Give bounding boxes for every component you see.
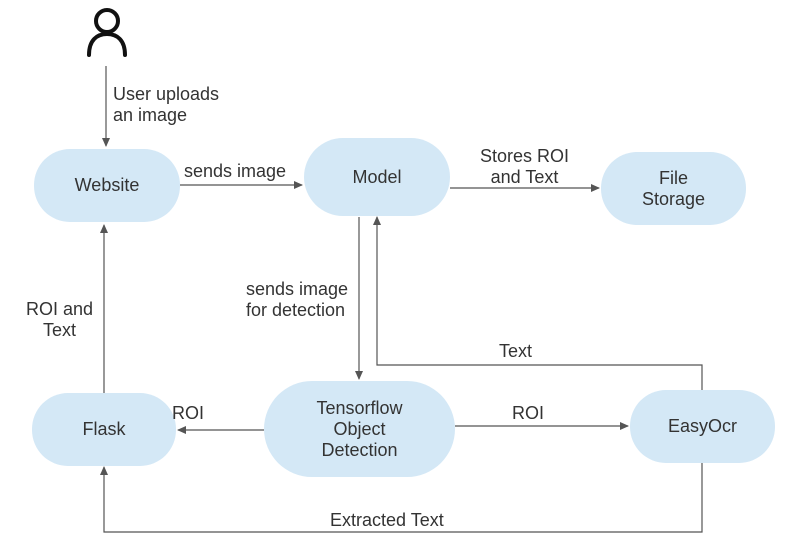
node-easyocr[interactable]: EasyOcr xyxy=(630,390,775,463)
node-tensorflow[interactable]: Tensorflow Object Detection xyxy=(264,381,455,477)
label-stores-roi: Stores ROI and Text xyxy=(480,146,570,187)
label-extracted-text: Extracted Text xyxy=(330,510,444,530)
label-sends-for-detection: sends image for detection xyxy=(246,279,349,320)
node-website[interactable]: Website xyxy=(34,149,180,222)
edge-easyocr-to-flask xyxy=(100,462,703,533)
label-roi-and-text: ROI and Text xyxy=(26,299,94,340)
node-flask[interactable]: Flask xyxy=(32,393,176,466)
label-sends-image: sends image xyxy=(184,161,287,181)
label-roi-to-easyocr: ROI xyxy=(512,403,545,423)
label-user-uploads: User uploads an image xyxy=(113,84,220,125)
node-model[interactable]: Model xyxy=(304,138,450,216)
label-roi-to-flask: ROI xyxy=(172,403,205,423)
node-file-storage[interactable]: File Storage xyxy=(601,152,746,225)
edge-easyocr-to-model xyxy=(373,216,703,390)
label-text: Text xyxy=(499,341,533,361)
user-icon xyxy=(87,8,127,57)
